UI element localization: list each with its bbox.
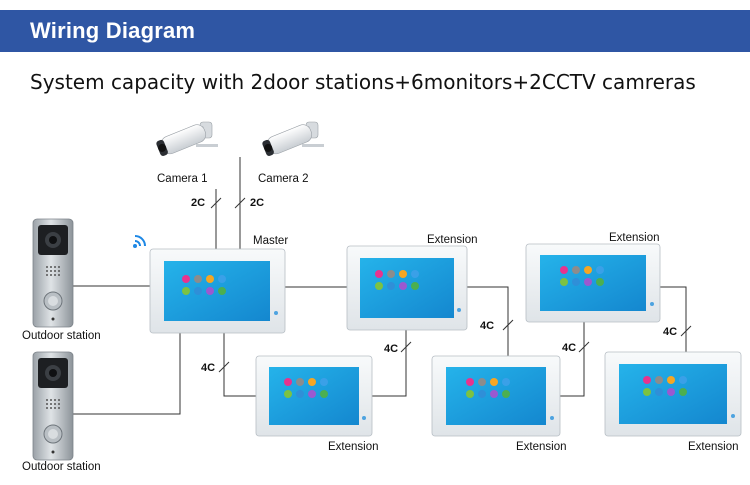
- outdoor-station-1: [32, 218, 74, 328]
- extension-4-label: Extension: [516, 441, 567, 453]
- header-banner: Wiring Diagram: [0, 10, 750, 52]
- extension-3-label: Extension: [328, 441, 379, 453]
- diagram-title: Wiring Diagram: [30, 18, 196, 43]
- camera-1-label: Camera 1: [157, 173, 208, 185]
- outdoor-station-1-label: Outdoor station: [22, 330, 101, 342]
- system-capacity-subtitle: System capacity with 2door stations+6mon…: [30, 70, 696, 94]
- extension-chain-wire-label-4: 4C: [663, 326, 678, 338]
- camera-2-wire-label: 2C: [250, 197, 265, 209]
- extension-chain-wire-label-3: 4C: [562, 342, 577, 354]
- extension-1-label: Extension: [427, 234, 478, 246]
- camera-1: [156, 121, 218, 156]
- master-to-extension-wire-label: 4C: [201, 362, 216, 374]
- extension-monitor-2: [525, 243, 661, 323]
- camera-1-wire-label: 2C: [191, 197, 206, 209]
- extension-monitor-1: [346, 245, 468, 331]
- extension-5-label: Extension: [688, 441, 739, 453]
- extension-monitor-5: [604, 351, 742, 437]
- extension-monitor-4: [431, 355, 561, 437]
- extension-2-label: Extension: [609, 232, 660, 244]
- camera-2-label: Camera 2: [258, 173, 309, 185]
- master-monitor: [149, 248, 286, 334]
- extension-chain-wire-label-1: 4C: [384, 343, 399, 355]
- extension-monitor-3: [255, 355, 373, 437]
- extension-chain-wire-label-2: 4C: [480, 320, 495, 332]
- master-label: Master: [253, 235, 289, 247]
- wifi-icon: [133, 235, 146, 248]
- outdoor-station-2: [32, 351, 74, 461]
- camera-2: [262, 121, 324, 156]
- outdoor-station-2-label: Outdoor station: [22, 461, 101, 473]
- wire-tick-marks: [210, 197, 692, 373]
